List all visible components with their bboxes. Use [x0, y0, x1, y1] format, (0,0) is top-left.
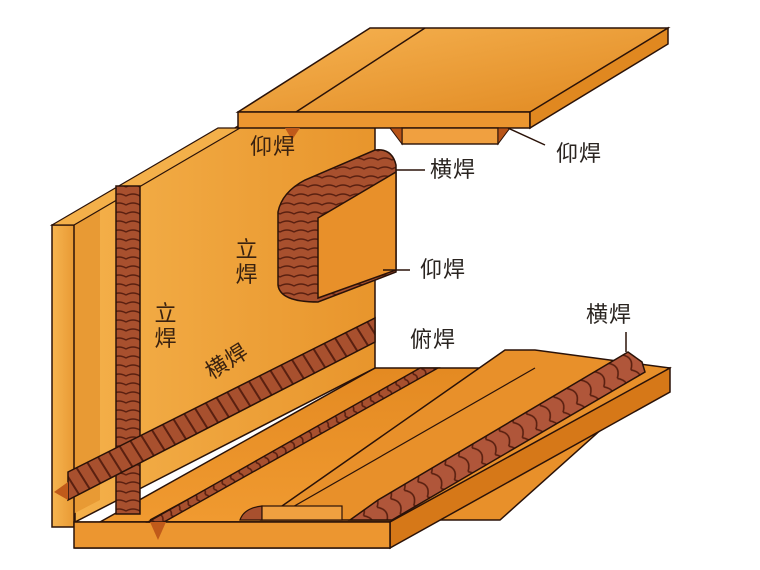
- label-vertical-left: 立焊: [154, 302, 178, 353]
- wall-box: [277, 149, 397, 303]
- label-overhead-box-bottom: 仰焊: [420, 258, 467, 283]
- label-vertical-box: 立焊: [235, 238, 259, 289]
- horizontal-weld-right: [347, 351, 646, 521]
- label-flat: 俯焊: [410, 328, 457, 353]
- leader-lines: [383, 127, 627, 352]
- label-overhead-right-top: 仰焊: [556, 142, 603, 167]
- label-overhead-left: 仰焊: [250, 135, 297, 160]
- top-plate: [235, 26, 671, 146]
- label-horizontal-box-top: 横焊: [430, 158, 477, 183]
- label-horizontal-right: 横焊: [586, 303, 633, 328]
- left-side-plate: [49, 127, 391, 549]
